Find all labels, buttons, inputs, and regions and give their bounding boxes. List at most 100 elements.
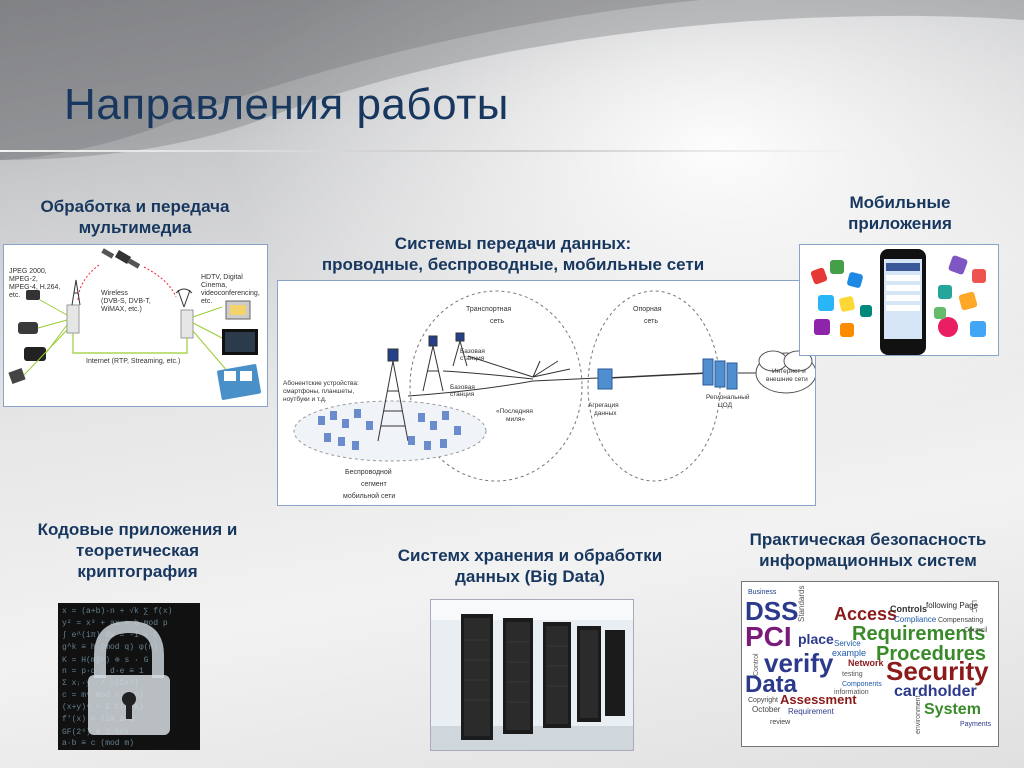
- title-divider: [0, 150, 860, 152]
- networks-diagram-svg: Транспортная сеть Опорная сеть Базовая с…: [283, 290, 815, 500]
- word-verify: verify: [764, 648, 834, 678]
- core-label-2: сеть: [644, 318, 658, 325]
- word-access: Access: [834, 604, 897, 624]
- networks-caption: Системы передачи данных: проводные, бесп…: [268, 233, 758, 275]
- crypto-caption: Кодовые приложения и теоретическая крипт…: [5, 519, 270, 582]
- dish-icon: [175, 288, 193, 308]
- word-testing: testing: [842, 671, 863, 678]
- multimedia-caption-line1: Обработка и передача: [40, 197, 230, 216]
- word-requirements: Requirements: [852, 623, 985, 645]
- mm-left-label-4: etc.: [9, 292, 20, 299]
- word-place: place: [798, 631, 834, 647]
- transport-label-2: сеть: [490, 318, 504, 325]
- core-label-1: Опорная: [633, 306, 662, 313]
- last-mile-1: «Последняя: [496, 408, 533, 415]
- mm-right-label-1: HDTV, Digital: [201, 274, 243, 281]
- networks-diagram: Транспортная сеть Опорная сеть Базовая с…: [277, 280, 816, 506]
- padlock-icon: [88, 620, 170, 735]
- security-caption: Практическая безопасность информационных…: [718, 529, 1018, 571]
- desktop-icon: [225, 300, 251, 320]
- word-data: Data: [745, 671, 798, 698]
- base-station-4: станция: [450, 391, 475, 398]
- mobile-apps-image: [799, 244, 999, 356]
- word-security: Security: [886, 656, 989, 686]
- word-environment: environment: [915, 695, 922, 734]
- subscriber-1: Абонентские устройства:: [283, 379, 359, 387]
- base-station-2: станция: [460, 355, 485, 362]
- mm-right-label-3: videoconferencing,: [201, 290, 260, 297]
- last-mile-2: миля»: [506, 416, 525, 423]
- word-components: Components: [842, 681, 882, 688]
- word-standards: Standards: [797, 586, 806, 622]
- word-october: October: [752, 705, 781, 714]
- transport-network-ellipse: [409, 290, 583, 482]
- security-caption-line1: Практическая безопасность: [749, 530, 987, 549]
- device-cluster: [318, 409, 461, 450]
- mobile-caption-line2: приложения: [848, 214, 952, 233]
- crypto-lock-image: x = (a+b)·n + √k ∑ f(x) y² = x³ + ax + b…: [58, 603, 200, 750]
- security-wordcloud: Business DSS Standards Access Controls f…: [741, 581, 999, 747]
- word-compliance: Compliance: [894, 615, 937, 624]
- crypto-caption-line3: криптография: [77, 562, 198, 581]
- tower-main-icon: [377, 348, 409, 442]
- videoconference-icon: [217, 364, 261, 400]
- slide-title: Направления работы: [64, 80, 509, 129]
- word-control: Control: [753, 653, 760, 676]
- word-review: review: [770, 719, 791, 726]
- server-right-icon: [180, 309, 194, 339]
- word-payments: Payments: [960, 721, 992, 728]
- mm-wireless-2: (DVB-S, DVB-T,: [101, 298, 151, 305]
- phone-icon: [8, 367, 26, 385]
- wireless-seg-3: мобильной сети: [343, 492, 395, 500]
- aggregation-1: Агрегация: [588, 402, 619, 409]
- internet-label-1: Интернет и: [772, 368, 806, 375]
- word-procedures: Procedures: [876, 643, 986, 665]
- word-service: Service: [834, 639, 861, 648]
- tower-2-icon: [422, 335, 444, 392]
- server-rack-icons: [461, 614, 625, 740]
- mm-left-label-1: JPEG 2000,: [9, 268, 47, 275]
- word-dss: DSS: [745, 596, 798, 626]
- bigdata-caption-line2: данных (Big Data): [455, 567, 605, 586]
- word-assessment: Assessment: [780, 692, 857, 707]
- word-system: System: [924, 701, 981, 718]
- wireless-seg-1: Беспроводной: [345, 468, 392, 476]
- mobile-caption-line1: Мобильные: [849, 193, 951, 212]
- regional-2: ЦОД: [718, 402, 733, 409]
- word-following-page: following Page: [926, 601, 979, 610]
- mobile-apps-svg: [800, 245, 998, 355]
- multimedia-caption-line2: мультимедиа: [78, 218, 192, 237]
- tv-icon: [222, 329, 258, 355]
- security-caption-line2: информационных систем: [759, 551, 977, 570]
- mm-wireless-3: WiMAX, etc.): [101, 306, 142, 313]
- mm-left-label-2: MPEG-2,: [9, 276, 38, 283]
- camera-icon: [26, 290, 40, 300]
- wireless-seg-2: сегмент: [361, 481, 388, 488]
- servers-svg: [431, 600, 633, 750]
- satellite-icon: [101, 248, 141, 269]
- bigdata-caption: Системх хранения и обработки данных (Big…: [340, 545, 720, 587]
- mobile-caption: Мобильные приложения: [800, 192, 1000, 234]
- word-cardholder: cardholder: [894, 683, 977, 700]
- multimedia-diagram: JPEG 2000, MPEG-2, MPEG-4, H.264, etc. W…: [3, 244, 268, 407]
- word-business: Business: [748, 589, 777, 596]
- word-copyright: Copyright: [748, 697, 778, 704]
- subscriber-3: ноутбуки и т.д.: [283, 395, 327, 403]
- crypto-caption-line2: теоретическая: [76, 541, 199, 560]
- internet-label-2: внешние сети: [766, 376, 808, 383]
- word-llc: LLC: [970, 600, 977, 613]
- word-council: Council: [964, 627, 988, 634]
- word-compensating: Compensating: [938, 617, 983, 624]
- tower-3-icon: [452, 332, 468, 367]
- camcorder-icon: [18, 322, 38, 334]
- base-station-3: Базовая: [450, 384, 475, 391]
- subscriber-2: смартфоны, планшеты,: [283, 388, 354, 395]
- app-icons: [810, 255, 986, 337]
- mm-right-label-2: Cinema,: [201, 282, 227, 289]
- aggregation-switch-icon: [597, 368, 613, 390]
- word-requirement: Requirement: [788, 707, 835, 716]
- crypto-caption-line1: Кодовые приложения и: [37, 520, 238, 539]
- video-camera-icon: [24, 347, 46, 361]
- regional-1: Региональный: [706, 393, 750, 401]
- word-information: information: [834, 689, 869, 696]
